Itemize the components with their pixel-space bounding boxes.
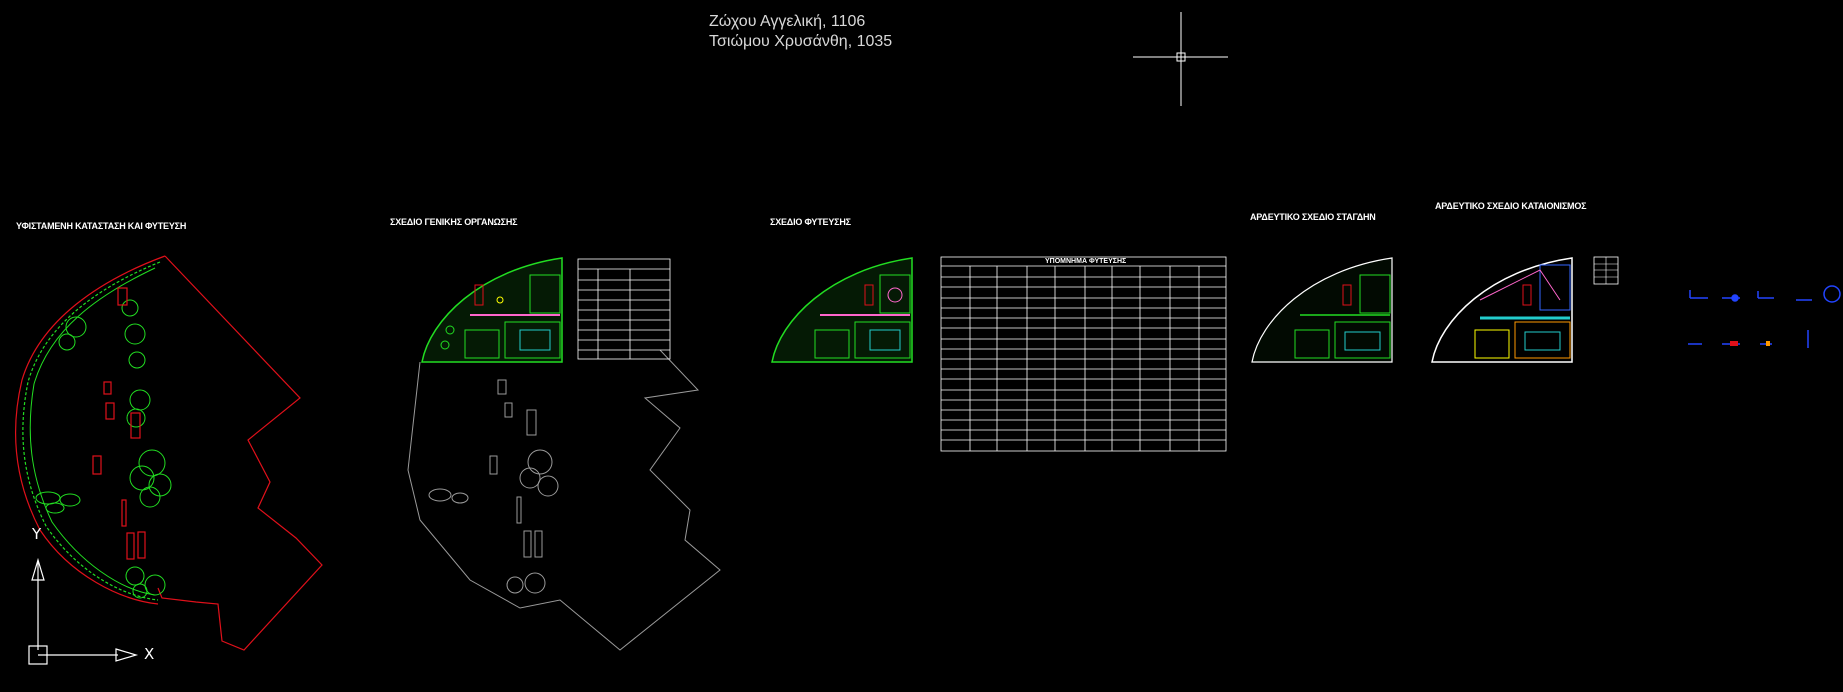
- sheet-title-general: ΣΧΕΔΙΟ ΓΕΝΙΚΗΣ ΟΡΓΑΝΩΣΗΣ: [390, 217, 518, 227]
- sheet-drip: [1251, 257, 1393, 363]
- sheet-planting: [771, 256, 1227, 452]
- legend-table-general: [577, 258, 671, 360]
- plan-general: [421, 257, 563, 363]
- site-outline: [407, 349, 721, 651]
- site-edge-curve: [14, 255, 166, 605]
- planting-table: [940, 256, 1227, 452]
- ucs-y-label: Y: [32, 525, 42, 543]
- ucs-axis-icon: [28, 557, 139, 665]
- sheet-title-planting: ΣΧΕΔΙΟ ΦΥΤΕΥΣΗΣ: [770, 217, 851, 227]
- author-names: Ζώχου Αγγελική, 1106 Τσιώμου Χρυσάνθη, 1…: [709, 12, 892, 52]
- crosshair-cursor-icon: [1133, 12, 1228, 106]
- sheet-general: [407, 257, 721, 651]
- ucs-x-label: X: [144, 645, 155, 663]
- sheet-title-sprinkler: ΑΡΔΕΥΤΙΚΟ ΣΧΕΔΙΟ ΚΑΤΑΙΟΝΙΣΜΟΣ: [1435, 201, 1587, 211]
- sheet-existing: [14, 255, 323, 651]
- author-1: Ζώχου Αγγελική, 1106: [709, 13, 866, 30]
- sheet-title-existing: ΥΦΙΣΤΑΜΕΝΗ ΚΑΤΑΣΤΑΣΗ ΚΑΙ ΦΥΤΕΥΣΗ: [16, 221, 187, 231]
- hedge-curve: [22, 261, 161, 601]
- tree-groups: [35, 299, 172, 599]
- buildings: [92, 287, 146, 560]
- sheet-title-drip: ΑΡΔΕΥΤΙΚΟ ΣΧΕΔΙΟ ΣΤΑΓΔΗΝ: [1250, 212, 1376, 222]
- site-boundary: [157, 255, 323, 651]
- author-2: Τσιώμου Χρυσάνθη, 1035: [709, 33, 893, 50]
- hedge-curve-inner: [29, 267, 156, 596]
- block-legend: [1688, 285, 1841, 348]
- planting-table-title: ΥΠΟΜΝΗΜΑ ΦΥΤΕΥΣΗΣ: [1045, 258, 1127, 265]
- sheet-sprinkler: [1431, 256, 1619, 363]
